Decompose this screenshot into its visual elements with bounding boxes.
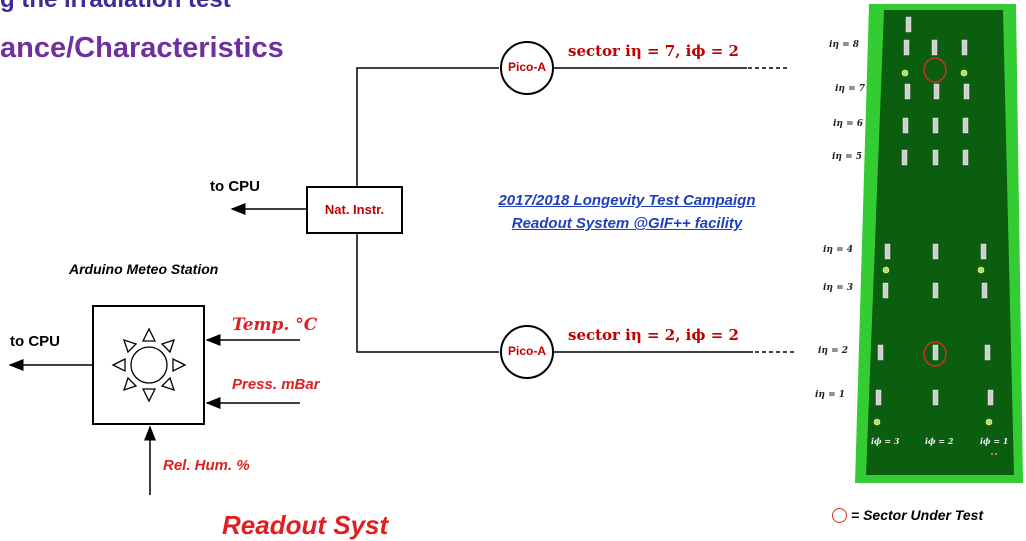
meteo-title: Arduino Meteo Station: [69, 261, 219, 277]
readout-system-text: Readout Syst: [222, 510, 389, 540]
nat-instr-box: Nat. Instr.: [306, 186, 403, 234]
ieta-label-3: iη = 3: [823, 283, 854, 293]
pico-a-top: Pico-A: [500, 41, 554, 95]
ieta-label-7: iη = 7: [835, 84, 866, 94]
ieta-label-1: iη = 1: [815, 390, 846, 400]
sector-label-top: sector iη = 7, iϕ = 2: [568, 42, 739, 60]
ieta-label-8: iη = 8: [829, 40, 860, 50]
sun-icon: [111, 327, 187, 403]
legend-label: = Sector Under Test: [851, 507, 984, 523]
ieta-label-2: iη = 2: [818, 346, 849, 356]
pico-a-bottom: Pico-A: [500, 325, 554, 379]
ieta-label-6: iη = 6: [833, 119, 864, 129]
slide-title-line2: ance/Characteristics: [0, 32, 284, 64]
sector-marker-icon: [832, 508, 847, 523]
ieta-label-5: iη = 5: [832, 152, 863, 162]
slide-title-line1: g the irradiation test: [0, 0, 231, 14]
press-label: Press. mBar: [232, 376, 320, 393]
campaign-line2[interactable]: Readout System @GIF++ facility: [511, 215, 743, 232]
nat-instr-label: Nat. Instr.: [324, 202, 385, 217]
chamber-diagram: [855, 4, 1023, 483]
campaign-line1[interactable]: 2017/2018 Longevity Test Campaign: [498, 192, 756, 209]
to-cpu-label-daq: to CPU: [210, 178, 260, 195]
iphi-label-2: iϕ = 2: [925, 436, 954, 446]
to-cpu-label-meteo: to CPU: [10, 333, 60, 350]
ieta-label-4: iη = 4: [823, 245, 854, 255]
temp-label: Temp. °C: [232, 315, 318, 335]
iphi-label-1: iϕ = 1: [980, 436, 1009, 446]
sector-label-bottom: sector iη = 2, iϕ = 2: [568, 326, 739, 344]
hum-label: Rel. Hum. %: [163, 457, 250, 474]
meteo-box: [92, 305, 205, 425]
iphi-label-3: iϕ = 3: [871, 436, 900, 446]
